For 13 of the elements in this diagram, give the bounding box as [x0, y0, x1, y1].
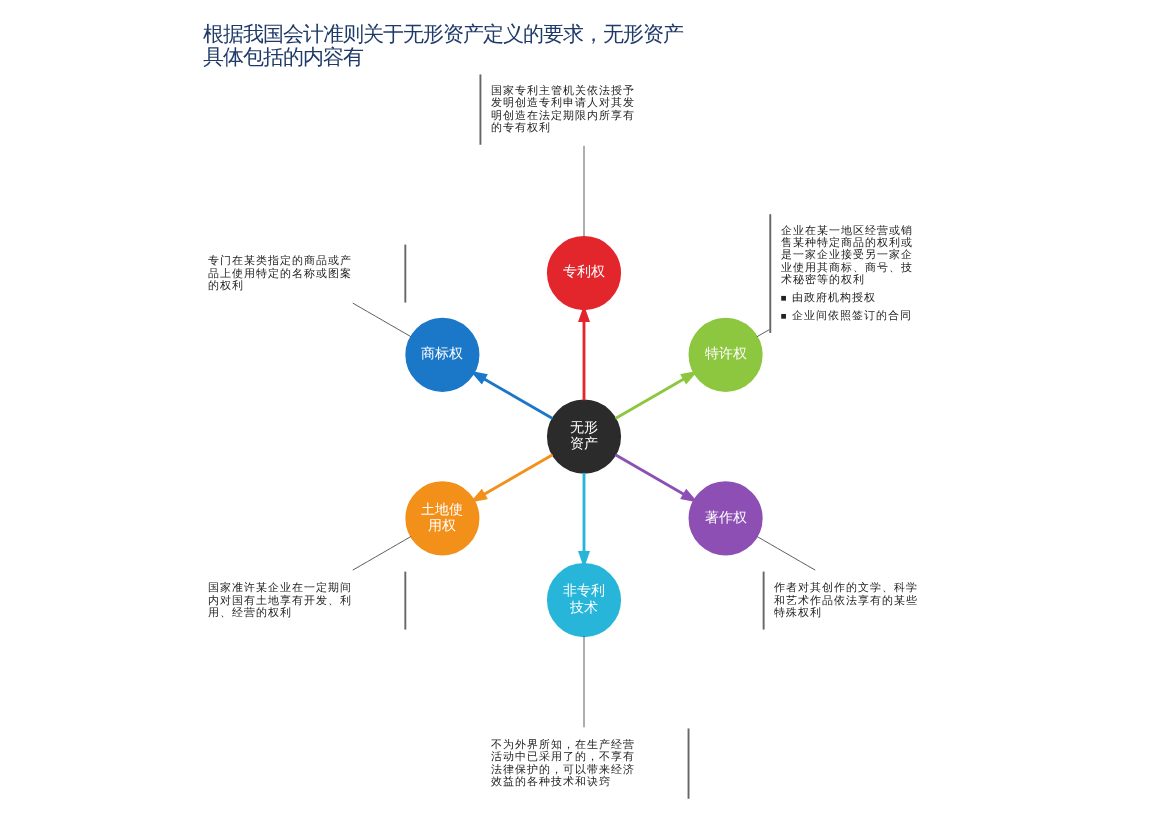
diagram-title: 根据我国会计准则关于无形资产定义的要求，无形资产具体包括的内容有: [202, 22, 683, 70]
arrow: [577, 304, 589, 401]
arrow: [613, 453, 697, 503]
connector: [582, 635, 584, 728]
arrow: [613, 370, 697, 420]
connector: [755, 329, 769, 338]
connector: [351, 535, 411, 571]
arrow: [469, 370, 553, 420]
arrow: [577, 472, 589, 569]
connector: [351, 302, 411, 338]
arrow: [469, 453, 553, 503]
connector: [582, 145, 584, 238]
connector: [755, 535, 815, 571]
